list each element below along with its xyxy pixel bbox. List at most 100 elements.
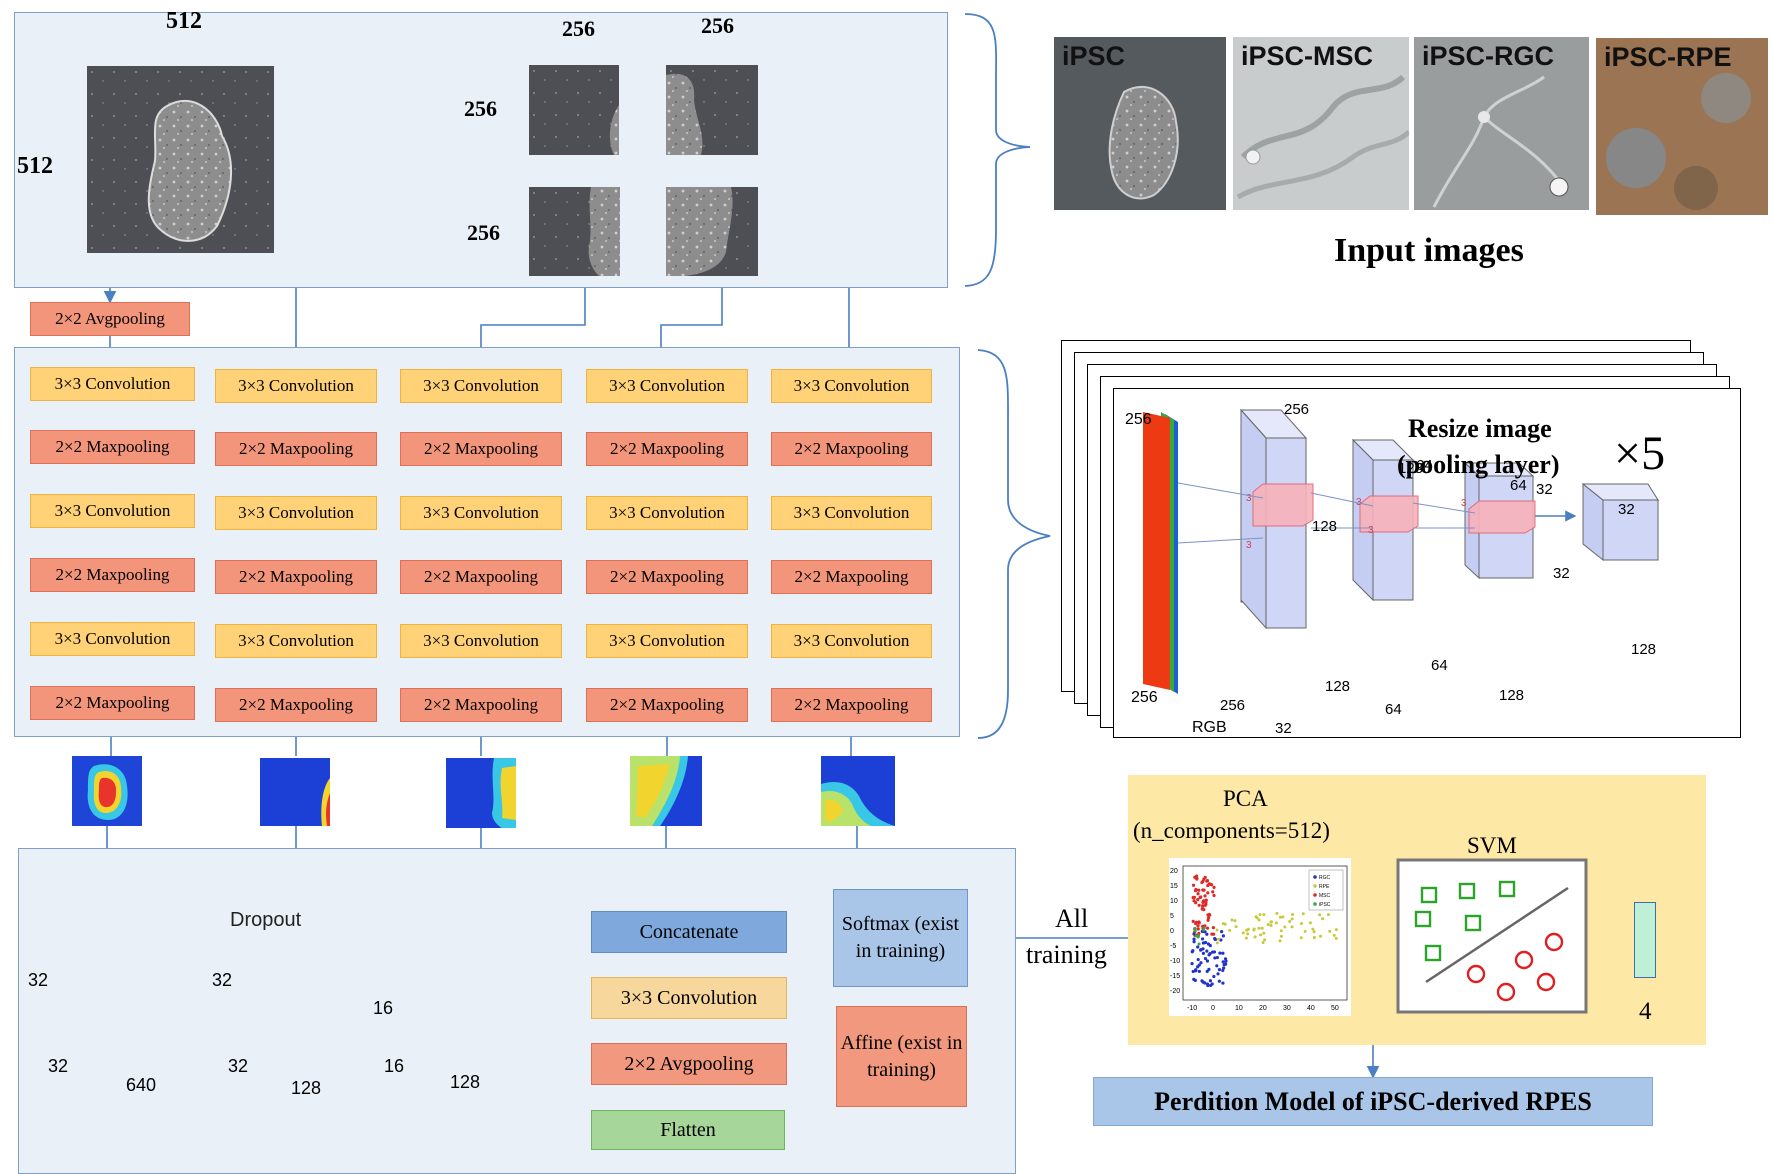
feat-box-4-cap	[1581, 483, 1659, 501]
pca-point-yellow-1	[1263, 938, 1267, 942]
pca-point-blue-25	[1221, 968, 1225, 973]
feature-heatmap-3	[446, 758, 516, 828]
pca-ytick-1: 15	[1170, 883, 1178, 890]
column-2-layer-6: 2×2 Maxpooling	[215, 688, 377, 722]
column-2-layer-2: 2×2 Maxpooling	[215, 432, 377, 466]
pca-xtick-6: 50	[1331, 1005, 1339, 1012]
pca-point-red-61	[1197, 903, 1201, 907]
pca-point-blue-40	[1221, 960, 1225, 964]
resize-flow-3	[1310, 492, 1374, 507]
pca-point-blue-11	[1193, 978, 1197, 982]
pca-point-yellow-14	[1275, 911, 1279, 915]
resize-dim-b1-depth: 32	[1275, 720, 1292, 737]
pca-point-yellow-41	[1223, 922, 1227, 926]
pca-point-yellow-51	[1312, 930, 1316, 934]
pca-ytick-0: 20	[1170, 868, 1178, 875]
pca-point-yellow-38	[1266, 923, 1270, 927]
pca-point-blue-69	[1201, 947, 1205, 951]
kernel-label-4: 3	[1368, 525, 1374, 536]
pca-point-red-67	[1200, 880, 1204, 885]
pca-point-blue-17	[1217, 979, 1221, 983]
resize-title-line2: (pooling layer)	[1397, 450, 1560, 479]
resize-panel-front	[1113, 388, 1741, 738]
pca-point-blue-16	[1207, 967, 1211, 971]
pca-point-yellow-40	[1228, 928, 1232, 932]
pca-point-yellow-16	[1291, 912, 1295, 916]
pca-point-blue-24	[1207, 953, 1211, 957]
svm-circle-0	[1514, 950, 1534, 970]
svm-square-5	[1424, 944, 1442, 962]
pca-point-yellow-32	[1253, 935, 1257, 939]
pca-point-yellow-47	[1312, 935, 1316, 939]
pca-point-blue-32	[1223, 957, 1228, 961]
cube1-height-label: 32	[28, 970, 49, 990]
pca-point-yellow-55	[1334, 928, 1338, 932]
pca-point-red-65	[1195, 874, 1199, 878]
pca-point-red-62	[1192, 895, 1197, 899]
pca-xtick-1: 0	[1211, 1005, 1215, 1012]
pca-point-blue-43	[1203, 956, 1208, 961]
resize-dim-b2-top: 128	[1398, 460, 1423, 477]
pca-point-yellow-39	[1300, 922, 1304, 926]
pca-ytick-4: 0	[1170, 928, 1174, 935]
input-image-ipsc-msc: iPSC-MSC	[1233, 37, 1409, 210]
column-5-layer-5: 3×3 Convolution	[771, 624, 932, 658]
column-3-layer-4: 2×2 Maxpooling	[400, 560, 562, 594]
pca-axes	[1182, 865, 1348, 1001]
column-2-layer-1: 3×3 Convolution	[215, 369, 377, 403]
input-image-ipsc-texture	[1108, 85, 1179, 200]
model-title: Perdition Model of iPSC-derived RPES	[1093, 1077, 1653, 1126]
resize-dim-b4-top: 32	[1618, 501, 1635, 518]
pca-point-red-63	[1196, 892, 1200, 896]
pca-point-red-39	[1207, 912, 1212, 917]
pca-point-yellow-29	[1258, 913, 1262, 917]
kernel-1	[1252, 483, 1314, 527]
column-3-layer-5: 3×3 Convolution	[400, 624, 562, 658]
resize-dim-b3-bottom: 64	[1431, 657, 1448, 674]
pca-point-red-14	[1200, 907, 1204, 911]
pca-point-blue-30	[1196, 957, 1200, 962]
pca-point-green-5	[1202, 928, 1206, 932]
pca-point-blue-5	[1192, 932, 1196, 936]
resize-dim-b4-bottom: 32	[1553, 565, 1570, 582]
svm-square-1	[1458, 882, 1476, 900]
resize-dim-b1-bottom: 256	[1220, 697, 1245, 714]
input-image-rgc-texture	[1432, 75, 1569, 208]
kernel-label-3: 3	[1356, 497, 1362, 508]
pca-point-blue-46	[1205, 959, 1210, 963]
pca-point-red-37	[1210, 932, 1214, 936]
kernel-label-2: 3	[1246, 540, 1252, 551]
pca-point-green-6	[1197, 934, 1201, 938]
input-label-rgc: iPSC-RGC	[1422, 41, 1555, 71]
svm-diagram	[1396, 858, 1588, 1014]
input-image-ipsc-rpe: iPSC-RPE	[1596, 38, 1768, 215]
pca-legend-label-3: iPSC	[1319, 902, 1331, 908]
pca-point-red-42	[1196, 898, 1200, 902]
pca-point-yellow-24	[1288, 920, 1292, 924]
pca-point-red-53	[1206, 916, 1211, 920]
pca-point-yellow-5	[1328, 929, 1332, 933]
input-image-ipsc: iPSC	[1054, 37, 1226, 210]
size-label-256-left-2: 256	[467, 220, 500, 245]
pca-point-red-38	[1211, 926, 1215, 930]
pca-point-red-36	[1197, 920, 1201, 924]
pca-title: PCA	[1223, 786, 1268, 811]
pca-point-yellow-26	[1230, 918, 1234, 922]
column-2-layer-5: 3×3 Convolution	[215, 624, 377, 658]
pca-point-yellow-13	[1241, 931, 1245, 935]
output-vector	[1634, 902, 1656, 978]
column-4-layer-4: 2×2 Maxpooling	[586, 560, 748, 594]
input-images-caption: Input images	[1334, 232, 1524, 269]
feature-heatmap-1	[72, 756, 142, 826]
pca-point-blue-45	[1191, 969, 1195, 974]
concatenate-box: Concatenate	[591, 911, 787, 953]
resize-flow-2	[1177, 537, 1264, 544]
pca-xtick-3: 20	[1259, 1005, 1267, 1012]
output-count: 4	[1639, 998, 1652, 1025]
pca-point-blue-23	[1216, 972, 1220, 976]
pca-point-yellow-44	[1269, 923, 1273, 927]
pca-point-blue-41	[1192, 937, 1196, 941]
pca-point-yellow-3	[1262, 913, 1266, 917]
pca-point-yellow-30	[1233, 919, 1237, 923]
dropout-label: Dropout	[230, 909, 302, 931]
